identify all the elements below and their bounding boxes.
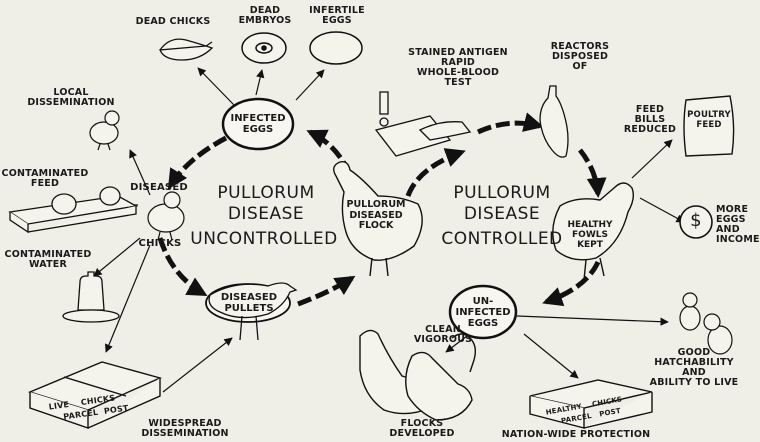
dead-embryo-egg: [242, 33, 286, 63]
infertile-eggs-label: INFERTILE EGGS: [302, 6, 372, 26]
diseased-flock-label: PULLORUM DISEASED FLOCK: [344, 200, 408, 232]
local-dissemination-label: LOCAL DISSEMINATION: [16, 88, 126, 108]
contaminated-feed-label: CONTAMINATED FEED: [0, 169, 90, 189]
diseased-chicks-bottom: CHICKS: [130, 239, 190, 249]
feeder: [10, 187, 136, 232]
local-chick: [90, 111, 119, 150]
flocks-developed-label: FLOCKS DEVELOPED: [382, 419, 462, 439]
reactor-bird: [540, 86, 568, 157]
waterer: [63, 272, 119, 322]
right-title-line2: DISEASE: [442, 204, 562, 224]
test-card: [376, 92, 470, 156]
left-title-line1: PULLORUM: [206, 183, 326, 203]
left-title-line3: UNCONTROLLED: [184, 229, 344, 249]
right-title-line3: CONTROLLED: [432, 229, 572, 249]
good-chicks: [680, 293, 732, 354]
dead-embryos-label: DEAD EMBRYOS: [230, 6, 300, 26]
dead-chicks-label: DEAD CHICKS: [128, 17, 218, 27]
reactors-disposed-label: REACTORS DISPOSED OF: [540, 42, 620, 72]
right-title-line1: PULLORUM: [442, 183, 562, 203]
left-title-line2: DISEASE: [206, 204, 326, 224]
diseased-chick: [148, 192, 184, 240]
infected-eggs-label: INFECTED EGGS: [228, 113, 288, 135]
stained-antigen-label: STAINED ANTIGEN RAPID WHOLE-BLOOD TEST: [388, 48, 528, 88]
dead-chick: [160, 39, 212, 60]
more-eggs-label: MORE EGGS AND INCOME: [716, 205, 760, 245]
infertile-egg: [310, 32, 362, 64]
diseased-chicks-top: DISEASED: [114, 183, 204, 193]
healthy-fowls-label: HEALTHY FOWLS KEPT: [560, 220, 620, 250]
good-hatchability-label: GOOD HATCHABILITY AND ABILITY TO LIVE: [634, 348, 754, 388]
widespread-dissemination-label: WIDESPREAD DISSEMINATION: [130, 419, 240, 439]
feed-bills-reduced-label: FEED BILLS REDUCED: [618, 105, 682, 135]
contaminated-water-label: CONTAMINATED WATER: [0, 250, 96, 270]
clean-vigorous-label: CLEAN VIGOROUS: [408, 325, 478, 345]
dollar-sign: $: [686, 211, 706, 231]
nationwide-protection-label: NATION-WIDE PROTECTION: [496, 430, 656, 440]
diseased-pullets-label: DISEASED PULLETS: [214, 292, 284, 314]
feed-bag-label: POULTRY FEED: [684, 110, 734, 130]
